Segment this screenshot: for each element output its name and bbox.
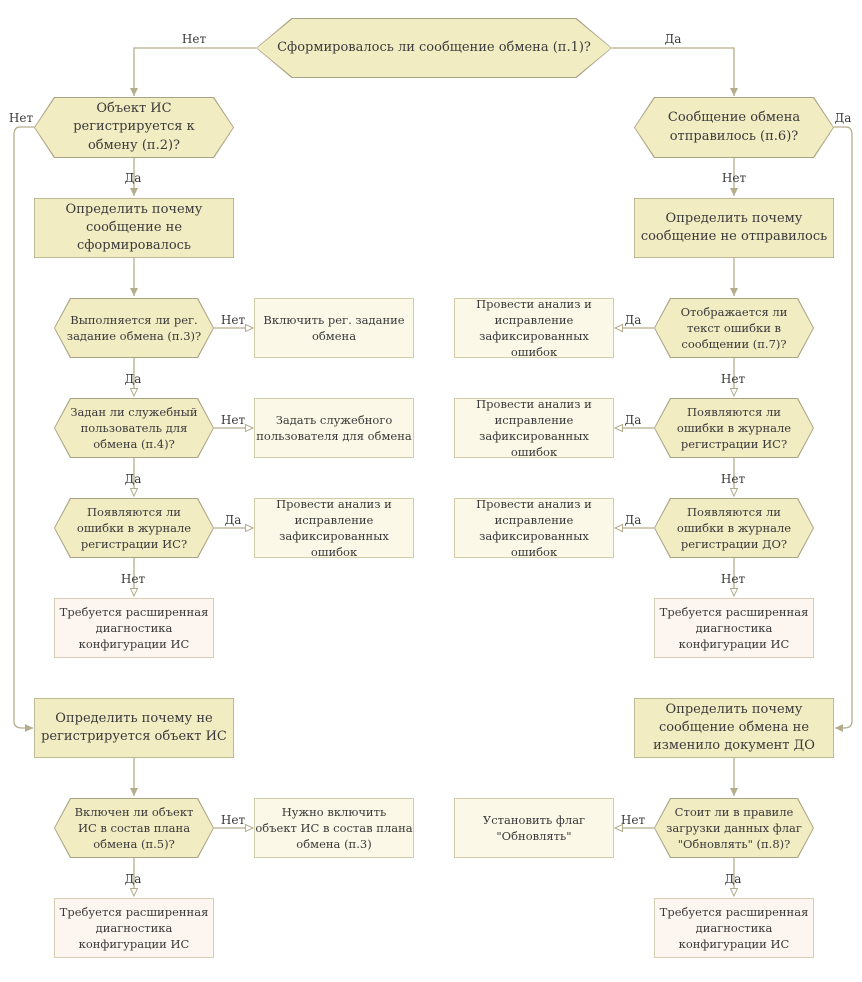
action-set-service-user: Задать служебного пользователя для обмен… xyxy=(254,398,414,458)
label-q6-yes: Да xyxy=(834,111,852,125)
label-q7-yes: Да xyxy=(624,313,642,327)
edge-q1-no xyxy=(130,47,256,96)
action-include-in-plan: Нужно включить объект ИС в состав плана … xyxy=(254,798,414,858)
label-qris-yes: Да xyxy=(624,413,642,427)
label-qris-no: Нет xyxy=(720,472,746,486)
decision-log-errors-do: Появляются ли ошибки в журнале регистрац… xyxy=(654,498,814,558)
label-q8-no: Нет xyxy=(620,813,646,827)
action-why-not-sent: Определить почему сообщение не отправило… xyxy=(634,198,834,258)
action-analyze-errors-left: Провести анализ и исправление зафиксиров… xyxy=(254,497,414,559)
action-analyze-errors-do: Провести анализ и исправление зафиксиров… xyxy=(454,497,614,559)
label-q2-no: Нет xyxy=(8,111,34,125)
label-q2-yes: Да xyxy=(124,171,142,185)
label-qlog-yes: Да xyxy=(224,513,242,527)
label-q3-yes: Да xyxy=(124,372,142,386)
action-analyze-errors-is-right: Провести анализ и исправление зафиксиров… xyxy=(454,397,614,459)
decision-error-text-shown: Отображается ли текст ошибки в сообщении… xyxy=(654,298,814,358)
diagnostic-right: Требуется расширенная диагностика конфиг… xyxy=(654,598,814,658)
action-why-not-registered: Определить почему не регистрируется объе… xyxy=(34,698,234,758)
label-qlog-no: Нет xyxy=(120,572,146,586)
label-q1-yes: Да xyxy=(664,32,682,46)
label-q4-yes: Да xyxy=(124,472,142,486)
decision-scheduled-job: Выполняется ли рег. задание обмена (п.3)… xyxy=(54,298,214,358)
decision-log-errors-is-right: Появляются ли ошибки в журнале регистрац… xyxy=(654,398,814,458)
action-enable-scheduled-job: Включить рег. задание обмена xyxy=(254,298,414,358)
edge-q1-yes xyxy=(612,47,738,96)
decision-message-formed: Сформировалось ли сообщение обмена (п.1)… xyxy=(256,18,612,78)
diagnostic-left: Требуется расширенная диагностика конфиг… xyxy=(54,598,214,658)
label-qrdo-no: Нет xyxy=(720,572,746,586)
label-q7-no: Нет xyxy=(720,372,746,386)
decision-message-sent: Сообщение обмена отправилось (п.6)? xyxy=(634,97,834,158)
label-q3-no: Нет xyxy=(220,313,246,327)
action-set-update-flag: Установить флаг "Обновлять" xyxy=(454,798,614,858)
label-qrdo-yes: Да xyxy=(624,513,642,527)
diagnostic-q5: Требуется расширенная диагностика конфиг… xyxy=(54,898,214,958)
action-analyze-errors-q7: Провести анализ и исправление зафиксиров… xyxy=(454,297,614,359)
diagnostic-q8: Требуется расширенная диагностика конфиг… xyxy=(654,898,814,958)
label-q8-yes: Да xyxy=(724,872,742,886)
label-q6-no: Нет xyxy=(721,171,747,185)
decision-update-flag: Стоит ли в правиле загрузки данных флаг … xyxy=(654,798,814,858)
decision-exchange-plan: Включен ли объект ИС в состав плана обме… xyxy=(54,798,214,858)
label-q1-no: Нет xyxy=(181,32,207,46)
action-why-not-changed: Определить почему сообщение обмена не из… xyxy=(634,698,834,758)
decision-service-user: Задан ли служебный пользователь для обме… xyxy=(54,398,214,458)
edge-q6-yes xyxy=(834,126,853,732)
label-q5-yes: Да xyxy=(124,872,142,886)
label-q5-no: Нет xyxy=(220,813,246,827)
decision-object-registered: Объект ИС регистрируется к обмену (п.2)? xyxy=(34,97,234,158)
label-q4-no: Нет xyxy=(220,413,246,427)
edge-q2-no xyxy=(13,126,34,732)
decision-log-errors-is-left: Появляются ли ошибки в журнале регистрац… xyxy=(54,498,214,558)
action-why-not-formed: Определить почему сообщение не сформиров… xyxy=(34,198,234,258)
